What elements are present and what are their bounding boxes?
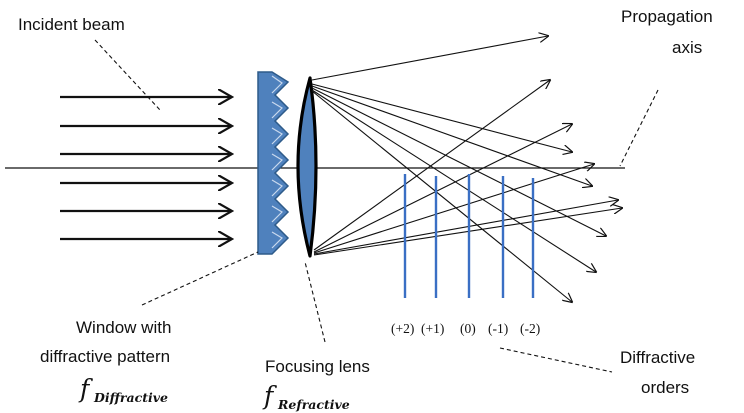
incident-beam-arrows bbox=[60, 97, 232, 239]
propagation-axis-label-line1: Propagation bbox=[621, 7, 713, 26]
incident-beam-label: Incident beam bbox=[18, 15, 125, 34]
lens-label: Focusing lens bbox=[265, 357, 370, 376]
ray bbox=[311, 90, 572, 302]
diffracted-rays bbox=[311, 36, 622, 302]
focusing-lens bbox=[296, 76, 318, 258]
ray bbox=[311, 36, 548, 81]
lens-focal-symbol: f bbox=[262, 381, 277, 410]
ray bbox=[313, 80, 550, 251]
window-label-line2: diffractive pattern bbox=[40, 347, 170, 366]
propagation-axis-label-line2: axis bbox=[672, 38, 702, 57]
ray bbox=[311, 89, 596, 272]
orders-label-line1: Diffractive bbox=[620, 348, 695, 367]
order-label-minus2: (-2) bbox=[520, 321, 540, 336]
ray bbox=[313, 164, 594, 254]
ray bbox=[311, 87, 606, 236]
ray bbox=[311, 85, 592, 186]
leader-lines bbox=[94, 39, 659, 373]
window-focal-symbol: f bbox=[78, 374, 93, 403]
order-label-zero: (0) bbox=[460, 321, 476, 336]
order-label-plus2: (+2) bbox=[391, 321, 414, 336]
orders-label-line2: orders bbox=[641, 378, 689, 397]
lens-focal-subscript: Refractive bbox=[277, 397, 350, 412]
window-serration-highlight bbox=[271, 75, 283, 249]
diffractive-window bbox=[257, 71, 290, 255]
leader-window bbox=[141, 251, 259, 306]
leader-orders bbox=[499, 347, 613, 373]
order-label-plus1: (+1) bbox=[421, 321, 444, 336]
ray bbox=[313, 124, 572, 253]
leader-propagation bbox=[619, 89, 659, 167]
ray bbox=[311, 83, 572, 152]
leader-incident-beam bbox=[94, 39, 161, 111]
ray bbox=[313, 200, 618, 255]
leader-lens bbox=[304, 261, 326, 343]
window-label-line1: Window with bbox=[76, 318, 171, 337]
order-label-minus1: (-1) bbox=[488, 321, 508, 336]
order-lines bbox=[403, 174, 535, 298]
window-focal-subscript: Diffractive bbox=[93, 390, 168, 405]
